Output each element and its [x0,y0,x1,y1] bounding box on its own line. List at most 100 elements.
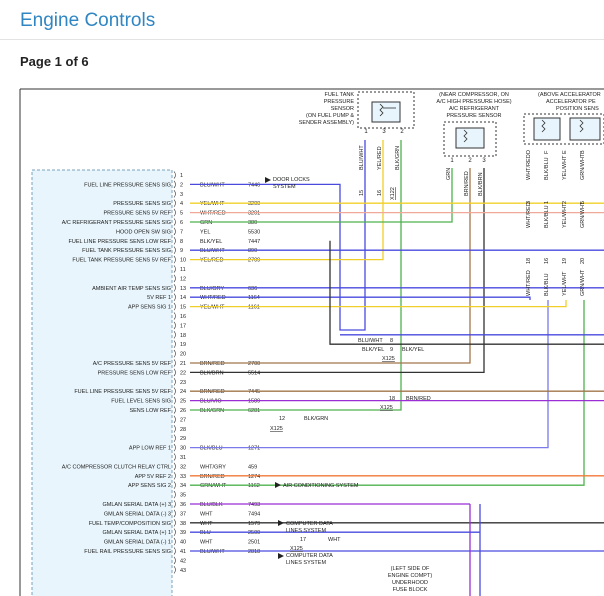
row-pin-number: 16 [180,314,186,320]
door-locks-arrow [265,177,271,183]
ac-label-3: A/C REFRIGERANT [449,106,500,112]
fuel-tank-label-1: FUEL TANK [324,92,354,98]
wht-pin: 17 [300,537,306,543]
row-signal-label: APP SENS SIG 2 [128,483,171,489]
wire-fuel-tank-low-ref [190,140,402,411]
fuel-tank-wire-2: YEL/RED [377,146,383,170]
row-pin-number: 5 [180,211,183,217]
row-pin-number: 2 [180,182,183,188]
pin-bracket [173,547,176,555]
accel-wire-color: BLK/BLU [544,273,550,296]
table-row: 20 [173,349,186,358]
wht-label: WHT [328,537,341,543]
row-wire-color: WHT/RED [200,211,226,217]
accel-pin-mid: 5 [580,201,586,204]
accel-wire-color: GRN/WHT [580,201,586,228]
ac-label-2: A/C HIGH PRESSURE HOSE) [436,99,511,105]
row-wire-color: WHT [200,511,213,517]
wire-ac-5v [190,168,471,364]
splice-blk-yel-pin: 9 [390,347,393,353]
row-wire-color: GRN [200,220,212,226]
pin-bracket [173,274,176,283]
row-pin-number: 35 [180,493,186,499]
ac-system-label: AIR CONDITIONING SYSTEM [283,483,359,489]
connector-x125-d: X125 [290,546,303,552]
app-sensor-box [523,113,604,145]
pin-bracket [173,171,176,179]
pin-bracket [173,500,176,508]
row-signal-label: FUEL TEMP/COMPOSITION SIG [89,521,171,527]
row-wire-color: BLK/BRN [200,370,224,376]
fuel-tank-pin-1: 1 [364,129,368,135]
ac-pin-2: 2 [468,158,472,164]
ac-label-1: (NEAR COMPRESSOR, ON [439,92,509,98]
accel-pin-top: B [580,150,586,154]
page-indicator: Page 1 of 6 [20,54,89,69]
row-circuit-number: 5514 [248,370,260,376]
row-signal-label: A/C PRESSURE SENS 5V REF [93,361,172,367]
fuel-tank-label-5: SENDER ASSEMBLY) [299,120,354,126]
accel-pin-top: E [562,150,568,154]
splice-blk-yel-label-b: BLK/YEL [402,347,424,353]
row-wire-color: WHT/RED [200,295,226,301]
row-circuit-number: 7447 [248,239,260,245]
row-circuit-number: 1164 [248,295,260,301]
row-pin-number: 8 [180,239,183,245]
accel-wire-color: WHT/RED [526,270,532,296]
fuse-block-label-1: (LEFT SIDE OF [391,566,430,572]
pin-bracket [173,509,176,518]
row-signal-label: PRESSURE SENS 5V REF [103,211,171,217]
row-signal-label: FUEL TANK PRESSURE SENS SIG [82,248,171,254]
pin-bracket [173,415,176,424]
table-row: 1 [173,171,183,179]
wire-splice-blk-yel [329,240,604,345]
brn-red-pin: 18 [389,396,395,402]
ac-sensor-box [443,121,497,157]
pin-bracket [173,425,176,433]
accel-wire-color: GRN/WHT [580,269,586,296]
row-wire-color: BLK/GRN [200,408,224,414]
ac-sensor-element [455,127,485,149]
row-wire-color: BLU/WHT [200,549,225,555]
row-circuit-number: 7494 [248,511,260,517]
accel-pin-top: F [544,150,550,154]
row-pin-number: 28 [180,427,186,433]
row-pin-number: 11 [180,267,186,273]
fuel-tank-label-2: PRESSURE [324,99,355,105]
fuel-tank-sensor-element [371,101,401,123]
pin-bracket [173,472,176,480]
row-wire-color: BLU/BLK [200,502,223,508]
pin-bracket [173,237,176,245]
row-pin-number: 26 [180,408,186,414]
row-wire-color: BLK/YEL [200,239,222,245]
accel-pin-low: 16 [544,258,550,264]
wire-ac-low-ref [190,168,485,374]
fuel-tank-lower-pin-16: 16 [377,190,383,196]
title-divider [0,39,604,40]
row-circuit-number: 2709 [248,258,260,264]
row-pin-number: 6 [180,220,183,226]
ac-system-arrow [275,482,281,488]
brn-red-label: BRN/RED [406,396,431,402]
connector-x125-c: X125 [270,426,283,432]
pin-bracket [173,537,176,546]
computer-data-arrow-1 [278,520,284,526]
pin-bracket [173,199,176,207]
row-signal-label: PRESSURE SENS SIG [113,201,171,207]
row-signal-label: APP SENS SIG 1 [128,305,171,311]
computer-data-label-2b: LINES SYSTEM [286,560,326,566]
pin-bracket [173,190,176,198]
table-row: 3 [173,190,183,198]
wire-fuel-line-sig [190,140,366,331]
fuel-tank-pressure-sensor: FUEL TANK PRESSURE SENSOR (ON FUEL PUMP … [299,91,415,200]
row-signal-label: A/C COMPRESSOR CLUTCH RELAY CTRL [62,464,171,470]
